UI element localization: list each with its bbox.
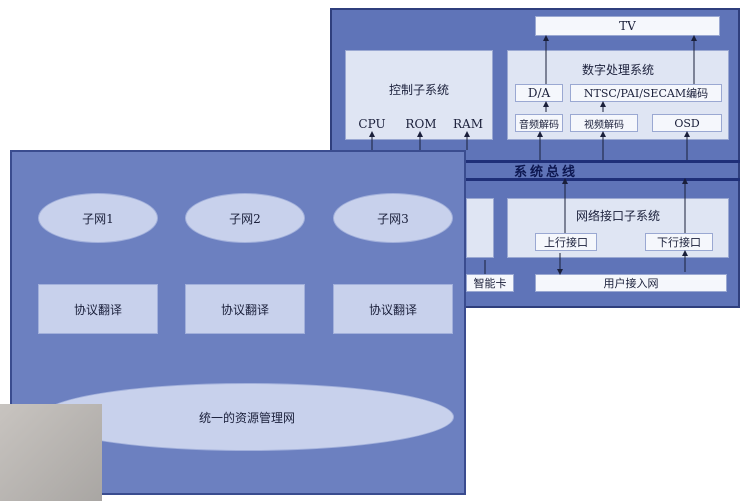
digital-processing-title: 数字处理系统 <box>581 62 654 77</box>
unified-resource-network-label: 统一的资源管理网 <box>198 410 295 425</box>
control-subsystem-title: 控制子系统 <box>388 82 449 97</box>
protocol-translation-3: 协议翻译 <box>333 284 453 334</box>
unified-resource-network: 统一的资源管理网 <box>40 383 454 451</box>
system-bus-line-bottom <box>466 178 740 181</box>
system-bus-line-top <box>466 160 740 163</box>
osd-label: OSD <box>674 116 700 130</box>
network-interface-title: 网络接口子系统 <box>575 208 660 223</box>
access-network-label: 用户接入网 <box>603 277 659 290</box>
protocol-translation-2-label: 协议翻译 <box>220 302 269 317</box>
access-network-box: 用户接入网 <box>535 274 727 292</box>
uplink-box: 上行接口 <box>535 233 597 251</box>
tv-label: TV <box>619 19 636 33</box>
left-bottom-box <box>466 198 494 258</box>
protocol-translation-1-label: 协议翻译 <box>73 302 122 317</box>
subnet-1: 子网1 <box>38 193 158 243</box>
downlink-label: 下行接口 <box>657 236 701 249</box>
subnet-2-label: 子网2 <box>229 211 261 226</box>
protocol-translation-1: 协议翻译 <box>38 284 158 334</box>
smartcard-box: 智能卡 <box>466 274 514 292</box>
da-box: D/A <box>515 84 563 102</box>
tv-box: TV <box>535 16 720 36</box>
protocol-translation-3-label: 协议翻译 <box>368 302 417 317</box>
subnet-3-label: 子网3 <box>377 211 409 226</box>
subnet-1-label: 子网1 <box>82 211 114 226</box>
da-label: D/A <box>527 86 551 100</box>
blurred-region <box>0 404 102 501</box>
control-subsystem-box <box>345 50 493 140</box>
downlink-box: 下行接口 <box>645 233 713 251</box>
subnet-3: 子网3 <box>333 193 453 243</box>
smartcard-label: 智能卡 <box>473 277 507 290</box>
protocol-translation-2: 协议翻译 <box>185 284 305 334</box>
system-bus-label: 系统总线 <box>513 164 578 180</box>
encoder-label: NTSC/PAI/SECAM编码 <box>583 87 709 100</box>
rom-label: ROM <box>405 117 437 131</box>
uplink-label: 上行接口 <box>544 236 588 249</box>
encoder-box: NTSC/PAI/SECAM编码 <box>570 84 722 102</box>
video-decoder-label: 视频解码 <box>584 119 624 131</box>
subnet-2: 子网2 <box>185 193 305 243</box>
ram-label: RAM <box>453 117 483 131</box>
cpu-label: CPU <box>358 117 386 131</box>
audio-decoder-label: 音频解码 <box>519 119 559 131</box>
